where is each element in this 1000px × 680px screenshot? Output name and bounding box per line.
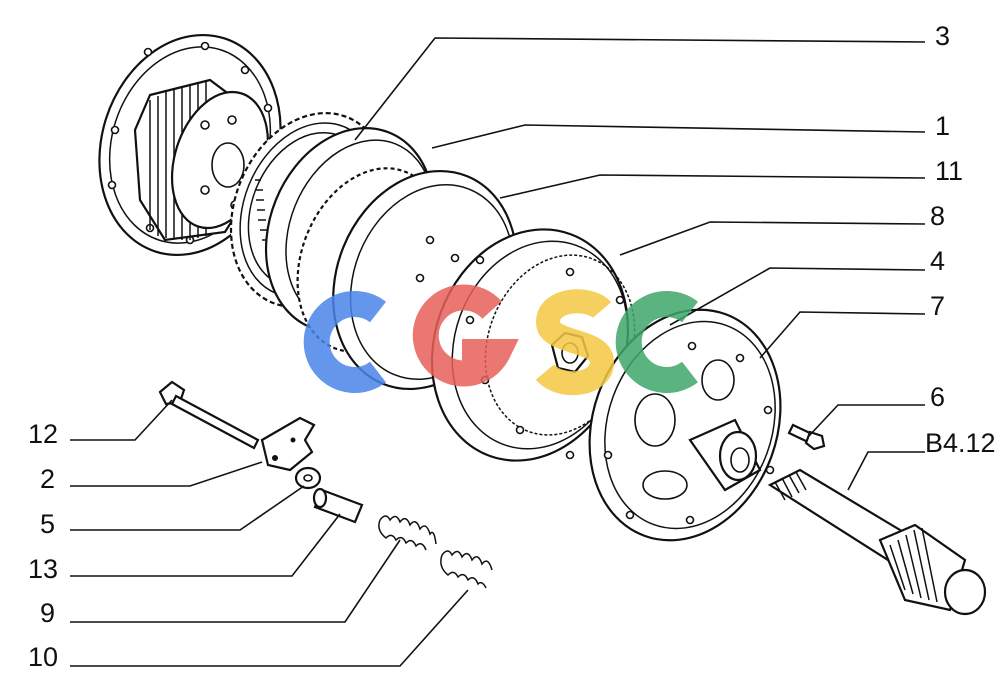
leader-1 xyxy=(431,124,926,149)
callout-b4-12: B4.12 xyxy=(925,428,996,458)
watermark-letter-g xyxy=(412,284,519,387)
callout-3: 3 xyxy=(935,21,950,51)
bracket-part-2 xyxy=(260,416,316,472)
long-bolt-part-12 xyxy=(158,380,260,450)
leader-9 xyxy=(70,539,401,623)
spring-part-9 xyxy=(378,515,437,551)
washer-part-5 xyxy=(294,466,322,490)
callout-8: 8 xyxy=(930,201,945,231)
callout-7: 7 xyxy=(930,291,945,321)
callout-4: 4 xyxy=(930,246,945,276)
leader-6 xyxy=(807,404,925,438)
watermark-letter-c1 xyxy=(303,291,386,393)
watermark-letter-s xyxy=(535,289,615,396)
leader-lines xyxy=(70,37,926,667)
leader-8 xyxy=(619,221,926,256)
callout-6: 6 xyxy=(930,382,945,412)
callout-11: 11 xyxy=(935,156,963,186)
callout-13: 13 xyxy=(28,554,58,584)
leader-2 xyxy=(70,461,263,487)
hub-flange-bolt-holes xyxy=(107,41,273,245)
watermark-letter-c2 xyxy=(615,291,698,393)
spring-part-10 xyxy=(440,550,493,589)
callout-12: 12 xyxy=(28,419,58,449)
leader-12 xyxy=(70,399,173,441)
bolt-part-6 xyxy=(787,423,826,451)
leader-7 xyxy=(759,311,926,359)
output-shaft-b4-12 xyxy=(767,468,987,616)
callout-1: 1 xyxy=(935,111,950,141)
pin-part-13 xyxy=(312,487,364,524)
leader-5 xyxy=(70,485,305,531)
leader-10 xyxy=(70,589,469,667)
callout-5: 5 xyxy=(40,509,55,539)
splined-hub-flange xyxy=(98,33,282,257)
leader-11 xyxy=(499,174,926,199)
leader-4 xyxy=(669,267,926,326)
leader-3 xyxy=(354,37,926,141)
leader-13 xyxy=(70,513,341,577)
callout-9: 9 xyxy=(40,598,55,628)
callout-labels: 3 1 11 8 4 7 6 B4.12 12 2 5 13 9 10 xyxy=(28,21,996,672)
callout-10: 10 xyxy=(28,642,58,672)
leader-b4-12 xyxy=(847,451,925,491)
cgsc-watermark xyxy=(303,284,698,396)
callout-2: 2 xyxy=(40,464,55,494)
